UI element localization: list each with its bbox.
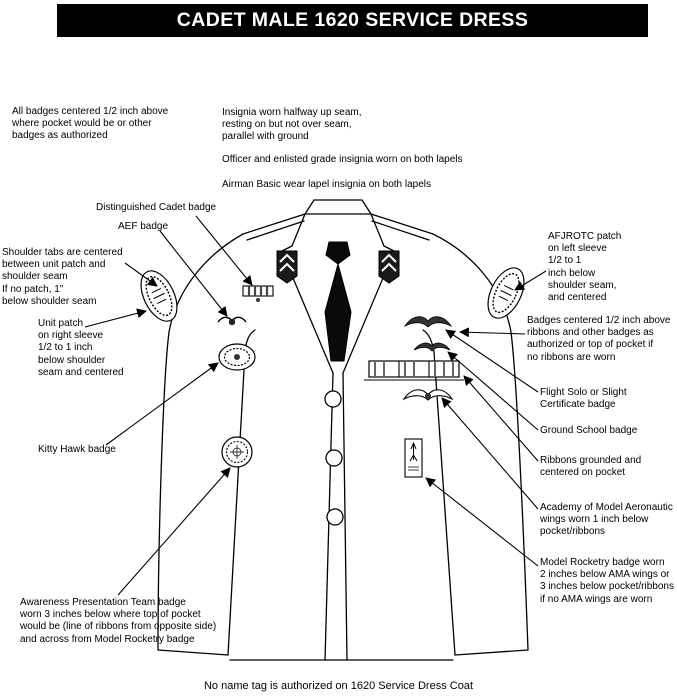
- rank-insignia-right-lapel: [378, 250, 400, 284]
- tie: [324, 241, 352, 362]
- leader-line-ribbons: [463, 375, 539, 462]
- annotation-awareness: Awareness Presentation Team badge worn 3…: [20, 597, 217, 645]
- leader-line-aef: [159, 230, 228, 317]
- leader-line-ground-school: [447, 351, 539, 431]
- annotation-kitty-hawk: Kitty Hawk badge: [38, 444, 116, 455]
- coat-buttons: [324, 390, 344, 526]
- annotation-all-badges: All badges centered 1/2 inch above where…: [12, 106, 169, 142]
- leader-line-flight-solo: [445, 329, 539, 393]
- aef-badge-graphic: [217, 316, 247, 326]
- annotation-rocketry: Model Rocketry badge worn 2 inches below…: [540, 557, 674, 605]
- annotation-shoulder-tabs: Shoulder tabs are centered between unit …: [2, 247, 123, 307]
- annotation-distinguished: Distinguished Cadet badge: [96, 202, 217, 213]
- kitty-hawk-badge-graphic: [218, 343, 256, 371]
- leader-line-awareness: [117, 467, 231, 596]
- annotation-badges-centered: Badges centered 1/2 inch above ribbons a…: [527, 315, 671, 363]
- ama-wings-graphic: [402, 389, 454, 401]
- leader-lines: [84, 215, 547, 596]
- annotation-ground-school: Ground School badge: [540, 425, 638, 436]
- leader-line-unit-patch: [84, 308, 147, 328]
- afjrotc-patch-graphic: [487, 267, 525, 319]
- leader-line-afjrotc: [514, 270, 547, 291]
- coat-outline: [157, 199, 529, 661]
- flight-solo-badge-graphic: [403, 316, 453, 328]
- annotation-aef: AEF badge: [118, 221, 169, 232]
- annotation-ama: Academy of Model Aeronautic wings worn 1…: [540, 502, 673, 538]
- annotation-flight-solo: Flight Solo or Slight Certificate badge: [540, 387, 627, 411]
- annotation-ribbons: Ribbons grounded and centered on pocket: [540, 455, 642, 479]
- leader-line-shoulder-tabs: [124, 262, 158, 287]
- ground-school-badge-graphic: [413, 342, 451, 352]
- leader-line-kitty-hawk: [105, 362, 219, 446]
- model-rocketry-badge-graphic: [404, 438, 423, 478]
- annotation-airman: Airman Basic wear lapel insignia on both…: [222, 179, 432, 190]
- annotation-afjrotc: AFJROTC patch on left sleeve 1/2 to 1 in…: [548, 231, 622, 303]
- annotation-officer: Officer and enlisted grade insignia worn…: [222, 154, 463, 165]
- leader-line-distinguished: [195, 215, 253, 286]
- awareness-badge-graphic: [221, 436, 253, 468]
- annotation-unit-patch: Unit patch on right sleeve 1/2 to 1 inch…: [38, 318, 124, 378]
- title-bar: CADET MALE 1620 SERVICE DRESS: [57, 4, 648, 37]
- distinguished-cadet-badge-graphic: [242, 285, 274, 302]
- footer-note: No name tag is authorized on 1620 Servic…: [203, 680, 474, 692]
- page-title: CADET MALE 1620 SERVICE DRESS: [176, 9, 529, 31]
- leader-line-badges-centered: [459, 327, 526, 338]
- annotation-insignia: Insignia worn halfway up seam, resting o…: [222, 107, 362, 143]
- ribbon-bar-graphic: [364, 360, 464, 381]
- leader-line-ama: [441, 397, 539, 510]
- leader-line-rocketry: [425, 477, 539, 567]
- rank-insignia-left-lapel: [276, 250, 298, 284]
